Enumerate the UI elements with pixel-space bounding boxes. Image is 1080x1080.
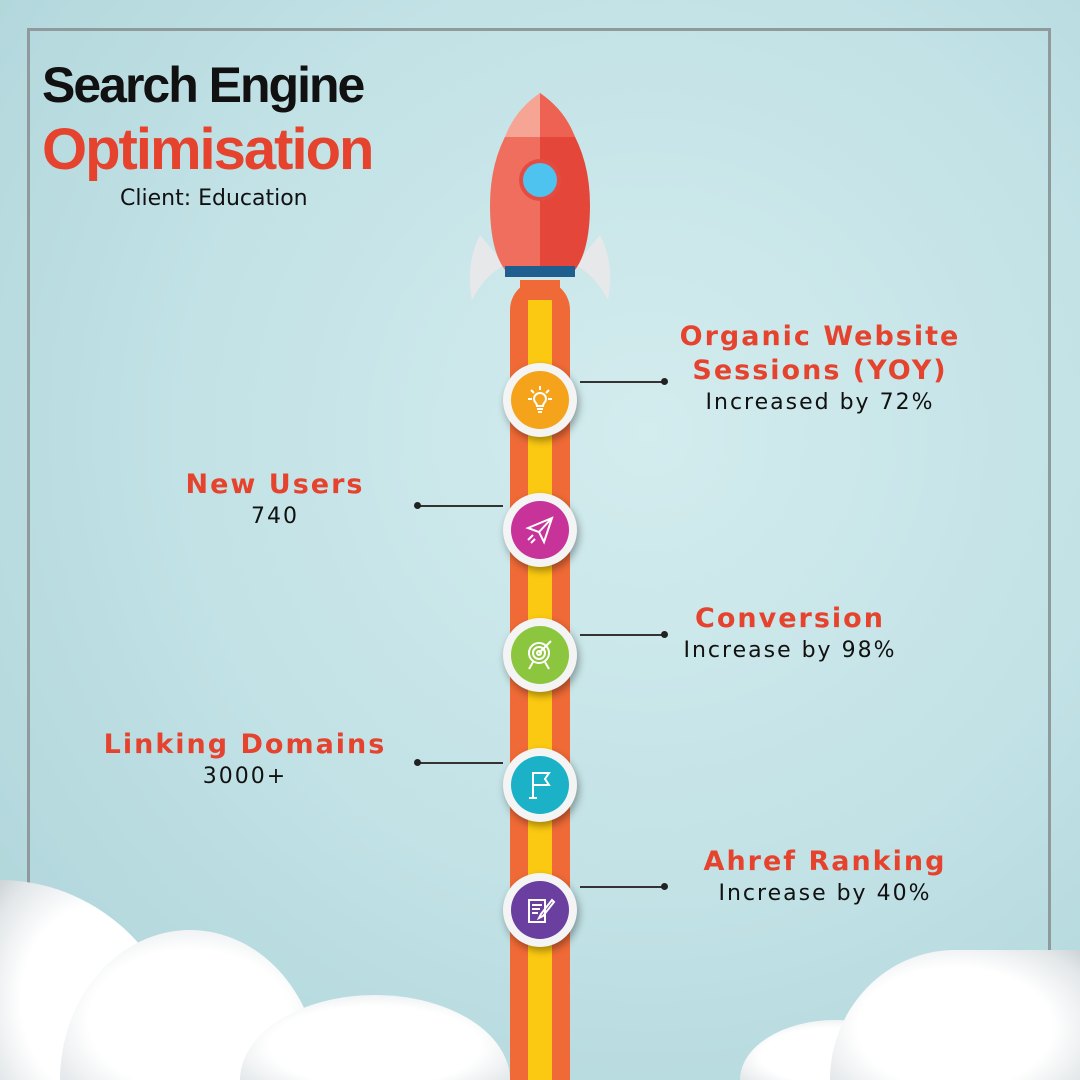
milestone-new-users: New Users 740: [160, 468, 390, 532]
title-line2: Optimisation: [42, 117, 374, 182]
milestone-title: New Users: [185, 469, 365, 500]
milestone-title: Linking Domains: [103, 729, 387, 760]
connector-line: [418, 762, 503, 764]
milestone-node-plane: [503, 493, 577, 567]
milestone-value: Increase by 98%: [683, 638, 897, 663]
milestone-linking-domains: Linking Domains 3000+: [90, 728, 400, 792]
milestone-title: Ahref Ranking: [703, 846, 947, 877]
milestone-node-target: [503, 618, 577, 692]
milestone-value: 3000+: [202, 764, 288, 789]
lightbulb-icon: [528, 386, 552, 413]
connector-dot: [661, 883, 668, 890]
milestone-organic-sessions: Organic Website Sessions (YOY) Increased…: [660, 320, 980, 418]
milestone-value: Increase by 40%: [718, 881, 932, 906]
milestone-node-lightbulb: [503, 363, 577, 437]
edit-document-icon: [528, 898, 556, 923]
milestone-node-flag: [503, 748, 577, 822]
border-frame: [27, 28, 1051, 1080]
milestone-title: Organic Website: [679, 321, 961, 352]
connector-line: [418, 505, 503, 507]
milestone-title: Sessions (YOY): [692, 355, 948, 386]
connector-dot: [414, 502, 421, 509]
connector-dot: [414, 759, 421, 766]
target-icon: [528, 640, 552, 670]
milestone-node-edit: [503, 873, 577, 947]
title-line1: Search Engine: [42, 57, 365, 113]
client-label: Client: Education: [120, 186, 308, 211]
milestone-value: Increased by 72%: [705, 390, 935, 415]
flag-icon: [529, 772, 551, 799]
paper-plane-icon: [525, 516, 554, 545]
milestone-conversion: Conversion Increase by 98%: [660, 602, 920, 666]
connector-line: [580, 381, 664, 383]
milestone-value: 740: [251, 504, 299, 529]
connector-dot: [661, 631, 668, 638]
connector-dot: [661, 378, 668, 385]
connector-line: [580, 886, 664, 888]
milestone-ahref-ranking: Ahref Ranking Increase by 40%: [690, 845, 960, 909]
rocket-icon: [469, 93, 611, 300]
milestone-title: Conversion: [695, 603, 885, 634]
connector-line: [580, 634, 664, 636]
